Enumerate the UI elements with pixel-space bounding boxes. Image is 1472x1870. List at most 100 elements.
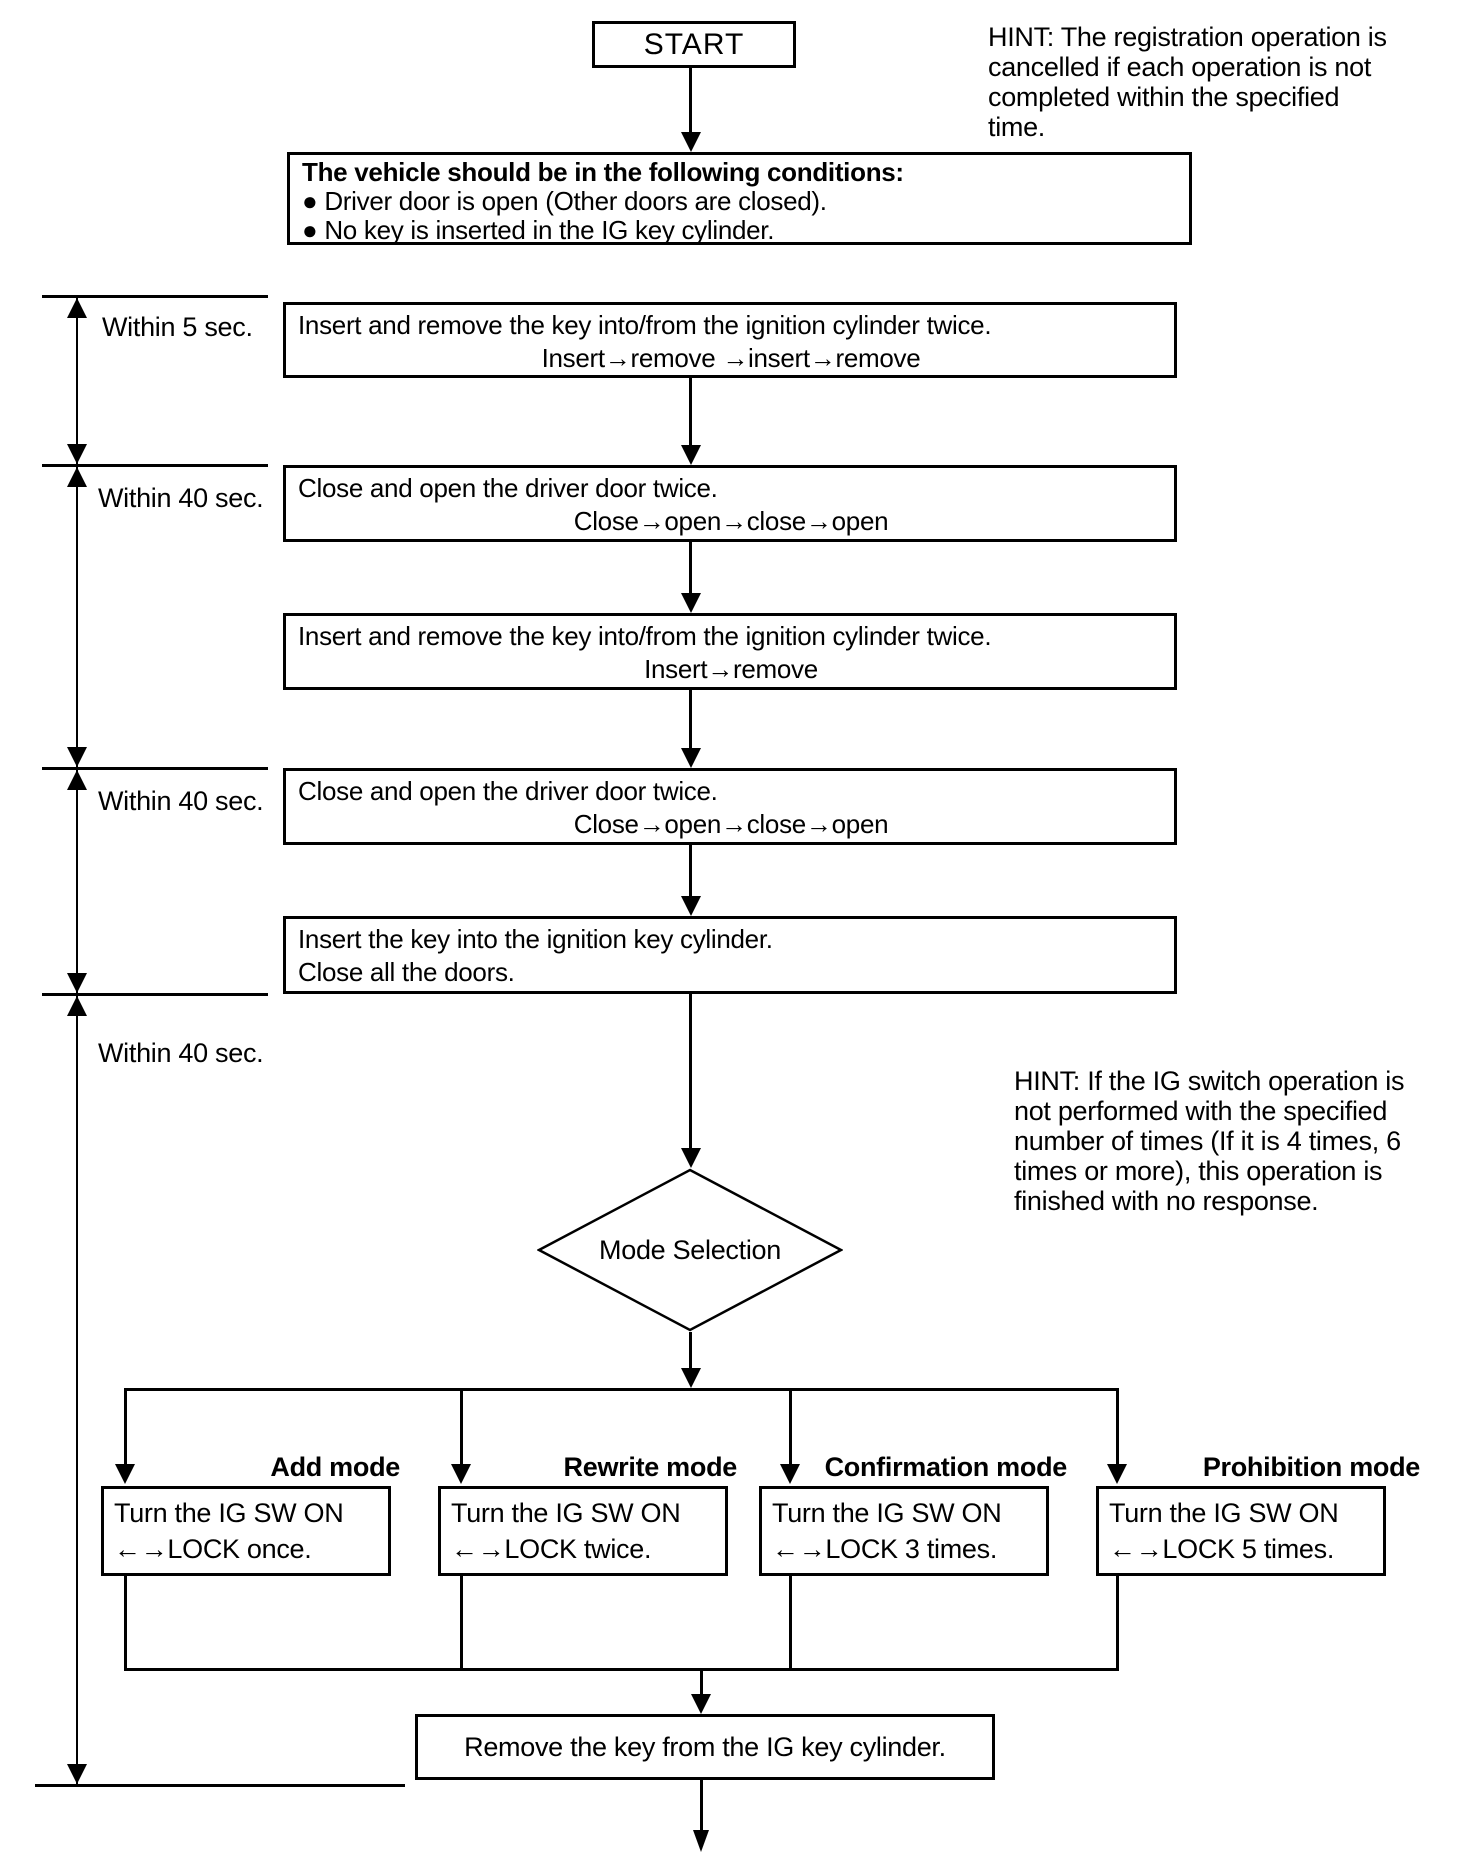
step-box-close-open-door-2: Close and open the driver door twice. Cl… — [283, 768, 1177, 845]
mode-text: Turn the IG SW ON — [772, 1498, 1002, 1528]
connector — [689, 994, 692, 1150]
mode-title-add: Add mode — [270, 1452, 400, 1482]
mode-text: ←→LOCK 3 times. — [772, 1534, 998, 1564]
mode-title-rewrite: Rewrite mode — [563, 1452, 738, 1482]
connector — [1116, 1388, 1119, 1468]
arrowhead-up-icon — [67, 770, 87, 790]
mode-text: Turn the IG SW ON — [1109, 1498, 1339, 1528]
connector — [124, 1388, 127, 1468]
timeline-label-40sec: Within 40 sec. — [98, 786, 264, 816]
start-node: START — [592, 21, 796, 68]
arrowhead-down-icon — [681, 1148, 701, 1168]
arrowhead-down-icon — [681, 445, 701, 465]
arrowhead-down-icon — [681, 896, 701, 916]
mode-title-prohibition: Prohibition mode — [1202, 1452, 1420, 1482]
connector — [689, 845, 692, 898]
mode-title-confirmation: Confirmation mode — [824, 1452, 1068, 1482]
connector-start-conditions — [689, 68, 692, 134]
mode-text: Turn the IG SW ON — [114, 1498, 344, 1528]
arrowhead-down-icon — [67, 444, 87, 464]
hint-middle-line: HINT: If the IG switch operation is — [1014, 1066, 1405, 1096]
conditions-title: The vehicle should be in the following c… — [302, 157, 904, 187]
connector — [700, 1780, 703, 1834]
timeline-label-40sec: Within 40 sec. — [98, 1038, 264, 1068]
hint-top-line: cancelled if each operation is not — [988, 52, 1372, 82]
step-subtext: Close→open→close→open — [573, 809, 889, 839]
mode-text: Turn the IG SW ON — [451, 1498, 681, 1528]
hint-top-line: time. — [988, 112, 1046, 142]
hint-top: HINT: The registration operation is canc… — [988, 22, 1387, 142]
mode-box-add: Turn the IG SW ON ←→LOCK once. — [101, 1486, 391, 1576]
hint-middle-line: times or more), this operation is — [1014, 1156, 1383, 1186]
step-text: Close and open the driver door twice. — [298, 776, 718, 806]
connector — [789, 1388, 792, 1468]
arrowhead-up-icon — [67, 996, 87, 1016]
mode-text: ←→LOCK 5 times. — [1109, 1534, 1335, 1564]
hint-top-line: completed within the specified — [988, 82, 1340, 112]
hint-middle: HINT: If the IG switch operation is not … — [1014, 1066, 1404, 1216]
step-box-insert-remove-twice: Insert and remove the key into/from the … — [283, 302, 1177, 378]
connector — [689, 378, 692, 447]
mode-text: ←→LOCK twice. — [451, 1534, 652, 1564]
step-subtext: Insert→remove — [644, 654, 818, 684]
arrowhead-up-icon — [67, 298, 87, 318]
connector — [789, 1576, 792, 1671]
final-step-label: Remove the key from the IG key cylinder. — [464, 1731, 946, 1762]
timeline-tick-bottom — [35, 1784, 405, 1787]
branch-line-top — [124, 1388, 1119, 1391]
arrowhead-down-icon — [681, 748, 701, 768]
step-text: Insert the key into the ignition key cyl… — [298, 924, 773, 954]
connector — [689, 1332, 692, 1370]
timeline-tick — [42, 295, 268, 298]
timeline-tick — [42, 767, 268, 770]
arrowhead-down-icon — [67, 973, 87, 993]
step-box-insert-key-close-doors: Insert the key into the ignition key cyl… — [283, 916, 1177, 994]
timeline-label-5sec: Within 5 sec. — [102, 312, 253, 342]
arrowhead-down-icon — [681, 132, 701, 152]
connector — [460, 1576, 463, 1671]
arrowhead-down-icon — [115, 1464, 135, 1484]
hint-middle-line: finished with no response. — [1014, 1186, 1319, 1216]
mode-box-rewrite: Turn the IG SW ON ←→LOCK twice. — [438, 1486, 728, 1576]
conditions-bullet: ● No key is inserted in the IG key cylin… — [302, 215, 775, 245]
start-label: START — [643, 28, 745, 61]
connector — [1116, 1576, 1119, 1671]
step-box-insert-remove: Insert and remove the key into/from the … — [283, 613, 1177, 690]
arrowhead-down-icon — [691, 1694, 711, 1714]
arrowhead-down-icon — [1107, 1464, 1127, 1484]
step-box-close-open-door: Close and open the driver door twice. Cl… — [283, 465, 1177, 542]
step-text: Close and open the driver door twice. — [298, 473, 718, 503]
step-text: Insert and remove the key into/from the … — [298, 310, 992, 340]
final-step-box: Remove the key from the IG key cylinder. — [415, 1714, 995, 1780]
hint-top-line: HINT: The registration operation is — [988, 22, 1387, 52]
arrowhead-down-icon — [681, 1368, 701, 1388]
arrowhead-down-icon — [67, 1764, 87, 1784]
mode-text: ←→LOCK once. — [114, 1534, 312, 1564]
arrowhead-down-icon — [67, 747, 87, 767]
decision-label-text: Mode Selection — [599, 1234, 781, 1265]
step-subtext: Close→open→close→open — [573, 506, 889, 536]
connector — [700, 1668, 703, 1696]
mode-box-prohibition: Turn the IG SW ON ←→LOCK 5 times. — [1096, 1486, 1386, 1576]
hint-middle-line: not performed with the specified — [1014, 1096, 1388, 1126]
step-text: Insert and remove the key into/from the … — [298, 621, 992, 651]
timeline-tick — [42, 464, 268, 467]
step-subtext: Close all the doors. — [298, 957, 515, 987]
arrowhead-down-icon — [693, 1830, 709, 1852]
connector — [124, 1576, 127, 1671]
arrowhead-down-icon — [681, 593, 701, 613]
conditions-bullet: ● Driver door is open (Other doors are c… — [302, 186, 827, 216]
arrowhead-down-icon — [451, 1464, 471, 1484]
decision-diamond-shape — [537, 1168, 843, 1332]
connector — [460, 1388, 463, 1468]
timeline-tick — [42, 993, 268, 996]
arrowhead-up-icon — [67, 467, 87, 487]
connector — [689, 690, 692, 750]
hint-middle-line: number of times (If it is 4 times, 6 — [1014, 1126, 1401, 1156]
branch-line-bottom — [124, 1668, 1119, 1671]
timeline-label-40sec: Within 40 sec. — [98, 483, 264, 513]
step-subtext: Insert→remove →insert→remove — [541, 343, 921, 373]
decision-label: Mode Selection — [537, 1168, 843, 1332]
timeline-line — [76, 296, 78, 1786]
